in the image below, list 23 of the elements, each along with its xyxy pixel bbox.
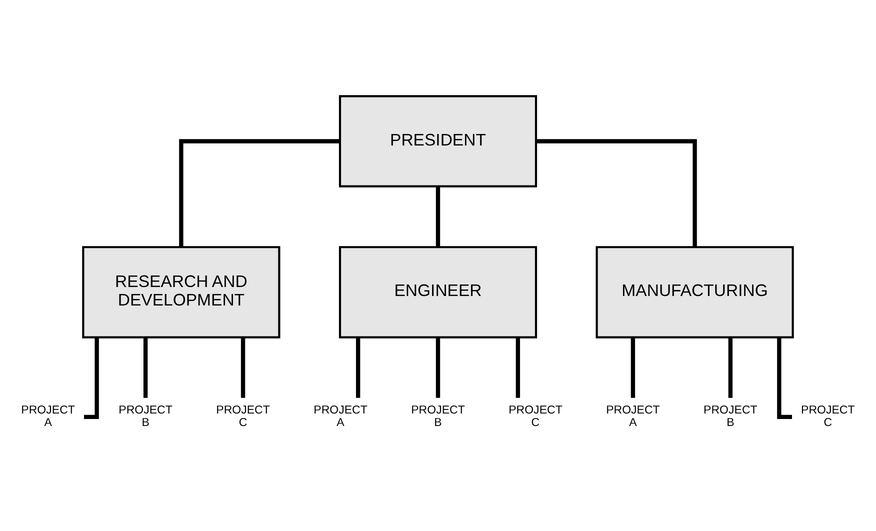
node-text: PROJECT A: [21, 404, 75, 429]
connector: [436, 337, 440, 398]
node-text: PROJECT B: [411, 404, 465, 429]
node-box: MANUFACTURING: [596, 246, 794, 338]
connector: [436, 186, 440, 246]
connector: [516, 337, 520, 398]
node-text: PROJECT A: [314, 404, 368, 429]
node-box: RESEARCH AND DEVELOPMENT: [82, 246, 280, 338]
node-text: PROJECT A: [606, 404, 660, 429]
node-text: PROJECT C: [508, 404, 562, 429]
node-box: PRESIDENT: [338, 94, 538, 187]
connector: [179, 138, 340, 246]
node-text: PROJECT C: [801, 404, 855, 429]
connector: [356, 337, 360, 398]
connector: [536, 138, 697, 246]
connector: [240, 337, 246, 398]
connector: [728, 337, 733, 398]
node-text: PROJECT B: [704, 404, 758, 429]
node-text: PROJECT B: [118, 404, 172, 429]
node-text: PROJECT C: [216, 404, 270, 429]
connector: [143, 337, 148, 398]
connector: [630, 337, 636, 398]
node-box: ENGINEER: [338, 246, 538, 338]
